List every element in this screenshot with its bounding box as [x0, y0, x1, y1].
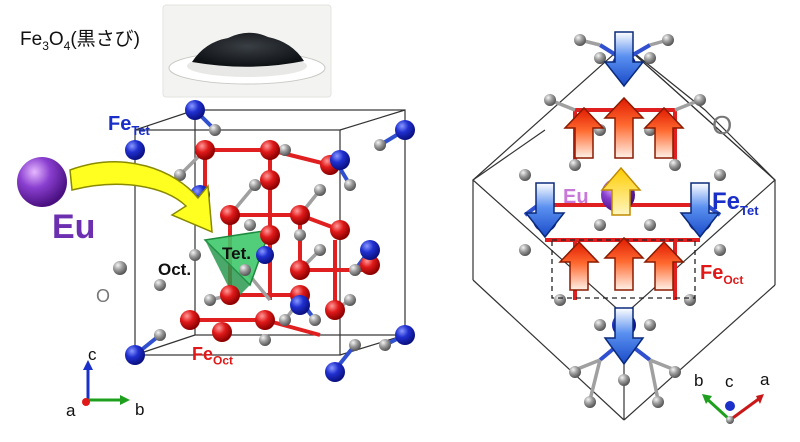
fe-oct-label-left: FeOct: [192, 344, 234, 368]
axis-c-label-right: c: [725, 372, 734, 391]
fe3o4-powder-photo: [162, 4, 332, 98]
photo-caption: Fe3O4(黒さび): [20, 29, 140, 53]
right-oxygen-atoms: [519, 34, 726, 408]
o-label-left: O: [96, 286, 111, 306]
spinel-unit-cell-left: [17, 100, 415, 406]
axis-c-label-left: c: [88, 345, 97, 364]
tet-site-label: Tet.: [222, 244, 251, 263]
eu-label-right: Eu: [563, 186, 589, 208]
axes-right: [702, 394, 764, 424]
oct-site-label: Oct.: [158, 260, 192, 279]
fe-oct-label-right: FeOct: [700, 262, 744, 287]
eu-atom-large: [17, 157, 67, 207]
insertion-arrow: [69, 161, 213, 234]
axes-left: [82, 360, 130, 406]
fe-tet-label-left: FeTet: [108, 113, 150, 138]
oct-layer-highlight: [551, 239, 696, 299]
o-label-right: O: [712, 110, 733, 140]
spinel-structure-right: [472, 31, 776, 424]
axis-a-label-right: a: [760, 370, 770, 389]
spin-up-arrows: [558, 96, 685, 291]
spin-down-arrows: [524, 31, 721, 366]
axis-b-label-left: b: [135, 400, 145, 419]
fe-tet-label-right: FeTet: [712, 188, 759, 218]
oxygen-atoms: [113, 124, 391, 351]
eu-label-left: Eu: [52, 208, 96, 246]
axis-b-label-right: b: [694, 371, 704, 390]
eu-spin-arrow: [600, 166, 642, 216]
axis-a-label-left: a: [66, 401, 76, 420]
